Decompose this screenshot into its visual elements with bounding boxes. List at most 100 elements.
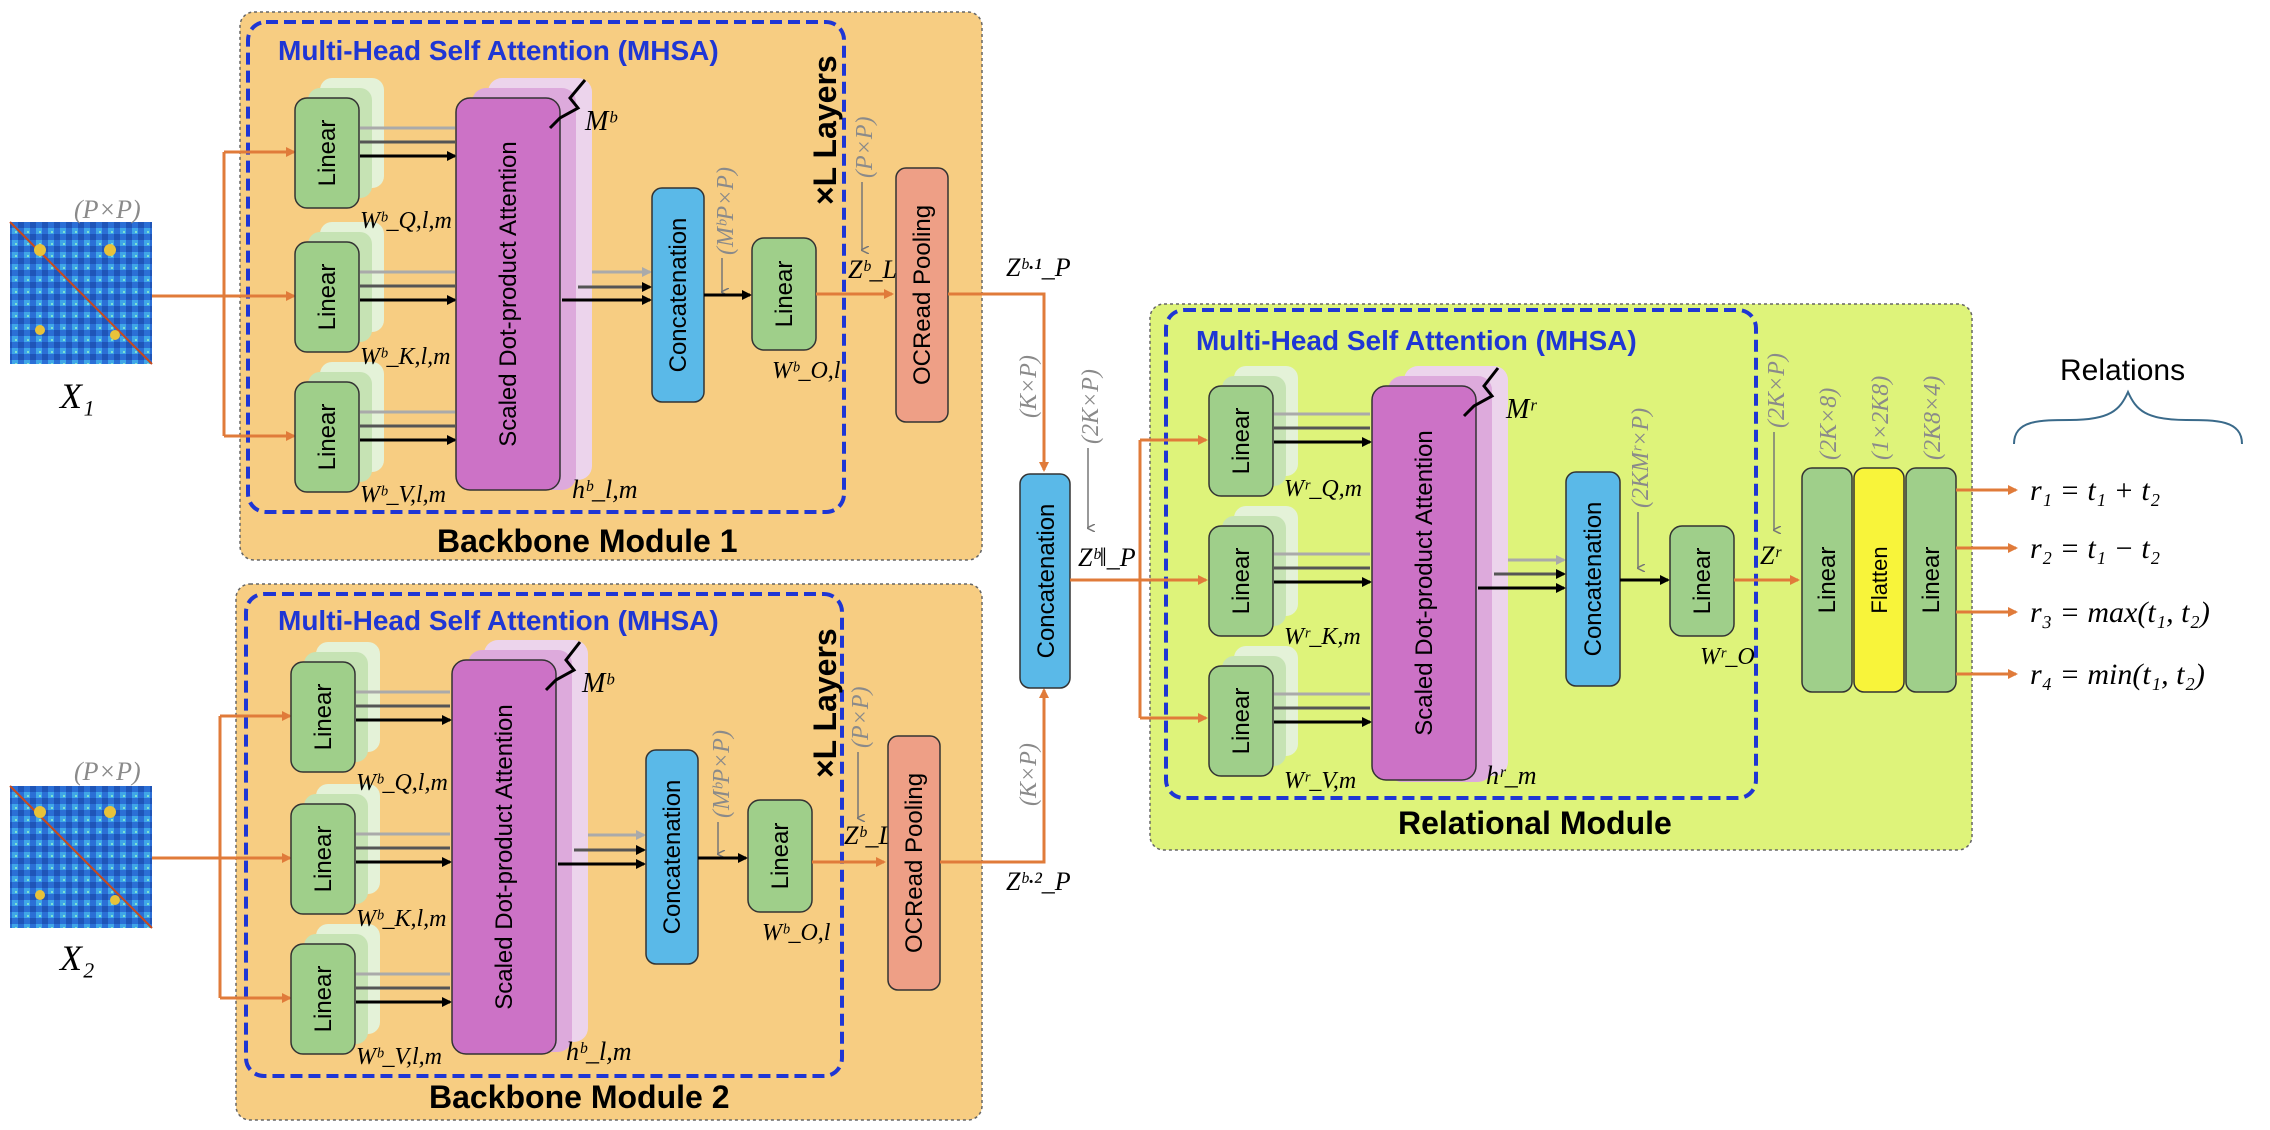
backbone-2-attention-stack: Scaled Dot-product Attention — [451, 640, 588, 1055]
backbone-1-zl-label: Zᵇ_L — [848, 255, 897, 284]
backbone-2-out-weight: Wᵇ_O,l — [762, 920, 831, 946]
middle-dim-bottom: (K×P) — [1016, 743, 1042, 806]
head-flatten-box — [1853, 467, 1905, 693]
backbone-1-weight-k: Wᵇ_K,l,m — [360, 344, 450, 370]
backbone-1-linear-v-stack: Linear — [294, 362, 384, 493]
backbone-1-input-heatmap — [9, 221, 153, 365]
relational-att-concat-arrows — [1478, 555, 1566, 593]
relational-concat-label: Concatenation — [1580, 502, 1607, 657]
backbone-2-heads-label: Mᵇ — [581, 668, 614, 699]
backbone-2-heads-brace — [544, 641, 582, 692]
head-dim-2: (1×2K8) — [1868, 376, 1894, 460]
backbone-1-title: Backbone Module 1 — [437, 523, 738, 559]
backbone-2-mhsa-frame — [244, 592, 844, 1078]
head-linear-1-box — [1801, 467, 1853, 693]
backbone-2-linear-v-stack: Linear — [290, 924, 380, 1055]
middle-dim-top: (K×P) — [1016, 355, 1042, 418]
middle-concat-label: Concatenation — [1033, 504, 1060, 659]
backbone-2-out-linear-label: Linear — [767, 823, 794, 890]
relational-title: Relational Module — [1398, 805, 1672, 841]
relational-linear-q-label: Linear — [1228, 408, 1255, 475]
backbone-1-pool-label: OCRead Pooling — [909, 205, 936, 385]
head-dim-3: (2K8×4) — [1920, 376, 1946, 460]
backbone-1-heads-brace — [548, 79, 587, 130]
backbone-2-attention-label: Scaled Dot-product Attention — [491, 704, 518, 1010]
relational-concat-dim: (2KMʳ×P) — [1628, 408, 1654, 508]
relational-mhsa-frame — [1164, 308, 1758, 800]
backbone-1-weight-v: Wᵇ_V,l,m — [360, 482, 446, 508]
backbone-1-input-label: X₁ — [58, 376, 95, 416]
relational-weight-v: Wʳ_V,m — [1284, 768, 1356, 794]
backbone-2-input-heatmap — [9, 785, 153, 929]
relational-linear-v-stack: Linear — [1208, 646, 1298, 777]
head-dim-1: (2K×8) — [1816, 388, 1842, 460]
backbone-1-mhsa-frame — [246, 20, 846, 514]
relational-linear-q-stack: Linear — [1208, 366, 1298, 497]
relational-mhsa-title: Multi-Head Self Attention (MHSA) — [1196, 325, 1637, 356]
backbone-2-layers-label: ×L Layers — [807, 628, 843, 778]
backbone-2-concat-label: Concatenation — [659, 780, 686, 935]
backbone-1-zl-dim: (P×P) — [852, 116, 878, 178]
backbone-2-input-dim: (P×P) — [74, 757, 141, 786]
backbone-2-input-arrows — [152, 711, 292, 1003]
head-linear-2-label: Linear — [1918, 547, 1945, 614]
backbone-2-input-label: X₂ — [58, 938, 95, 978]
backbone-1-layers-label: ×L Layers — [807, 55, 843, 205]
backbone-2-linear-v-label: Linear — [310, 966, 337, 1033]
backbone-1-linear-q-label: Linear — [314, 120, 341, 187]
backbone-2-panel — [235, 583, 983, 1121]
backbone-2-mhsa-title: Multi-Head Self Attention (MHSA) — [278, 605, 719, 636]
relational-input-arrows — [1070, 435, 1208, 723]
backbone-2-zl-label: Zᵇ_L — [844, 821, 893, 850]
backbone-1-head-out-label: hᵇ_l,m — [572, 475, 638, 504]
backbone-1-concat-dim: (MᵇP×P) — [713, 167, 739, 255]
backbone-module-1: Multi-Head Self Attention (MHSA) ×L Laye… — [9, 11, 1071, 561]
backbone-2-pool-label: OCRead Pooling — [901, 773, 928, 953]
backbone-1-qkv-arrows — [360, 126, 457, 445]
head-linear-2-box — [1905, 467, 1957, 693]
head-flatten-label: Flatten — [1867, 546, 1892, 613]
backbone-1-weight-q: Wᵇ_Q,l,m — [360, 208, 452, 234]
backbone-1-attention-label: Scaled Dot-product Attention — [495, 141, 522, 447]
relational-head-out-label: hʳ_m — [1486, 761, 1537, 790]
backbone-2-zl-dim: (P×P) — [848, 686, 874, 748]
backbone-1-heads-label: Mᵇ — [584, 106, 617, 137]
backbone-2-qkv-arrows — [356, 690, 452, 1007]
backbone-2-weight-v: Wᵇ_V,l,m — [356, 1044, 442, 1070]
middle-concat-section: (K×P) (K×P) Concatenation (2K×P) Zᵇ‖_P — [940, 292, 1136, 864]
backbone-1-concat-label: Concatenation — [665, 218, 692, 373]
backbone-2-out-linear-box — [747, 799, 813, 913]
head-linear-1-label: Linear — [1814, 547, 1841, 614]
backbone-2-concat-dim: (MᵇP×P) — [709, 730, 735, 818]
backbone-1-input-dim: (P×P) — [74, 195, 141, 224]
middle-dim-out: (2K×P) — [1078, 369, 1104, 444]
relational-qkv-arrows — [1274, 412, 1372, 727]
backbone-2-output-label: Zᵇ·²_P — [1006, 867, 1071, 896]
relational-linear-k-stack: Linear — [1208, 506, 1298, 637]
relational-heads-label: Mʳ — [1505, 394, 1537, 425]
backbone-2-head-out-label: hᵇ_l,m — [566, 1037, 632, 1066]
relational-out-weight: Wʳ_O — [1700, 644, 1755, 670]
backbone-1-out-weight: Wᵇ_O,l — [772, 358, 841, 384]
backbone-2-weight-k: Wᵇ_K,l,m — [356, 906, 446, 932]
relational-module: Multi-Head Self Attention (MHSA) Relatio… — [1070, 303, 1973, 851]
backbone-1-linear-v-label: Linear — [314, 404, 341, 471]
backbone-2-title: Backbone Module 2 — [429, 1079, 730, 1115]
relation-2: r₂ = t₁ − t₂ — [2030, 532, 2160, 565]
relational-linear-v-label: Linear — [1228, 688, 1255, 755]
relation-3: r₃ = max(t₁, t₂) — [2030, 596, 2210, 629]
backbone-module-2: Multi-Head Self Attention (MHSA) ×L Laye… — [9, 583, 1071, 1121]
relational-weight-q: Wʳ_Q,m — [1284, 476, 1362, 502]
backbone-2-linear-k-stack: Linear — [290, 784, 380, 915]
backbone-1-mhsa-title: Multi-Head Self Attention (MHSA) — [278, 35, 719, 66]
backbone-1-input-arrows — [152, 147, 296, 441]
relational-linear-k-label: Linear — [1228, 548, 1255, 615]
backbone-1-output-label: Zᵇ·¹_P — [1006, 253, 1071, 282]
relations-brace — [2013, 389, 2243, 445]
backbone-1-attention-stack: Scaled Dot-product Attention — [455, 78, 592, 491]
backbone-2-linear-q-stack: Linear — [290, 642, 380, 773]
backbone-1-linear-k-label: Linear — [314, 264, 341, 331]
backbone-1-att-concat-arrows — [562, 267, 652, 305]
relational-attention-stack: Scaled Dot-product Attention — [1371, 366, 1508, 782]
